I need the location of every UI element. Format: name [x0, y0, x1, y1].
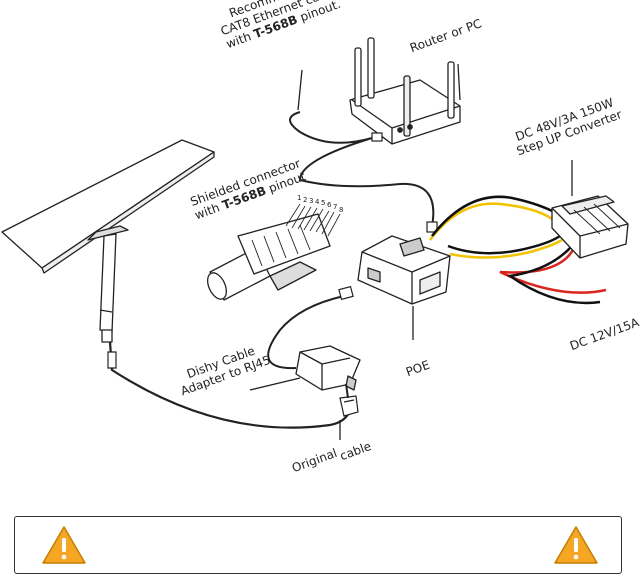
warning-icon: [42, 526, 86, 564]
black-wire: [506, 245, 601, 305]
warning-icon: [554, 526, 598, 564]
wiring-diagram: 1 2 3 4 5 6 7 8: [1, 37, 629, 440]
pin-number: 2: [303, 196, 307, 204]
shielded-connector: [206, 213, 331, 301]
poe-injector: [357, 235, 451, 305]
warning-banner: [14, 516, 622, 574]
router: [349, 37, 461, 145]
red-wire: [499, 247, 607, 294]
step-up-converter: [551, 195, 629, 259]
pin-number: 5: [321, 199, 325, 207]
dishy-adapter-box: [295, 345, 361, 391]
pin-number: 4: [315, 198, 320, 206]
ethernet-cable: [289, 111, 435, 227]
pin-number: 7: [333, 203, 337, 211]
original-cable-connector: [339, 395, 359, 417]
pin-number: 1: [297, 194, 301, 202]
black-wire: [447, 234, 561, 255]
pin-number: 3: [309, 197, 313, 205]
pin-number: 8: [339, 206, 343, 214]
yellow-wire: [429, 202, 557, 241]
pin-numbers: 1 2 3 4 5 6 7 8: [297, 194, 343, 214]
black-wire: [431, 195, 559, 237]
satellite-dish: [1, 139, 215, 343]
yellow-wire: [449, 238, 563, 259]
dish-cable: [108, 341, 352, 429]
leader-lines: [249, 63, 573, 440]
pin-number: 6: [327, 201, 332, 209]
